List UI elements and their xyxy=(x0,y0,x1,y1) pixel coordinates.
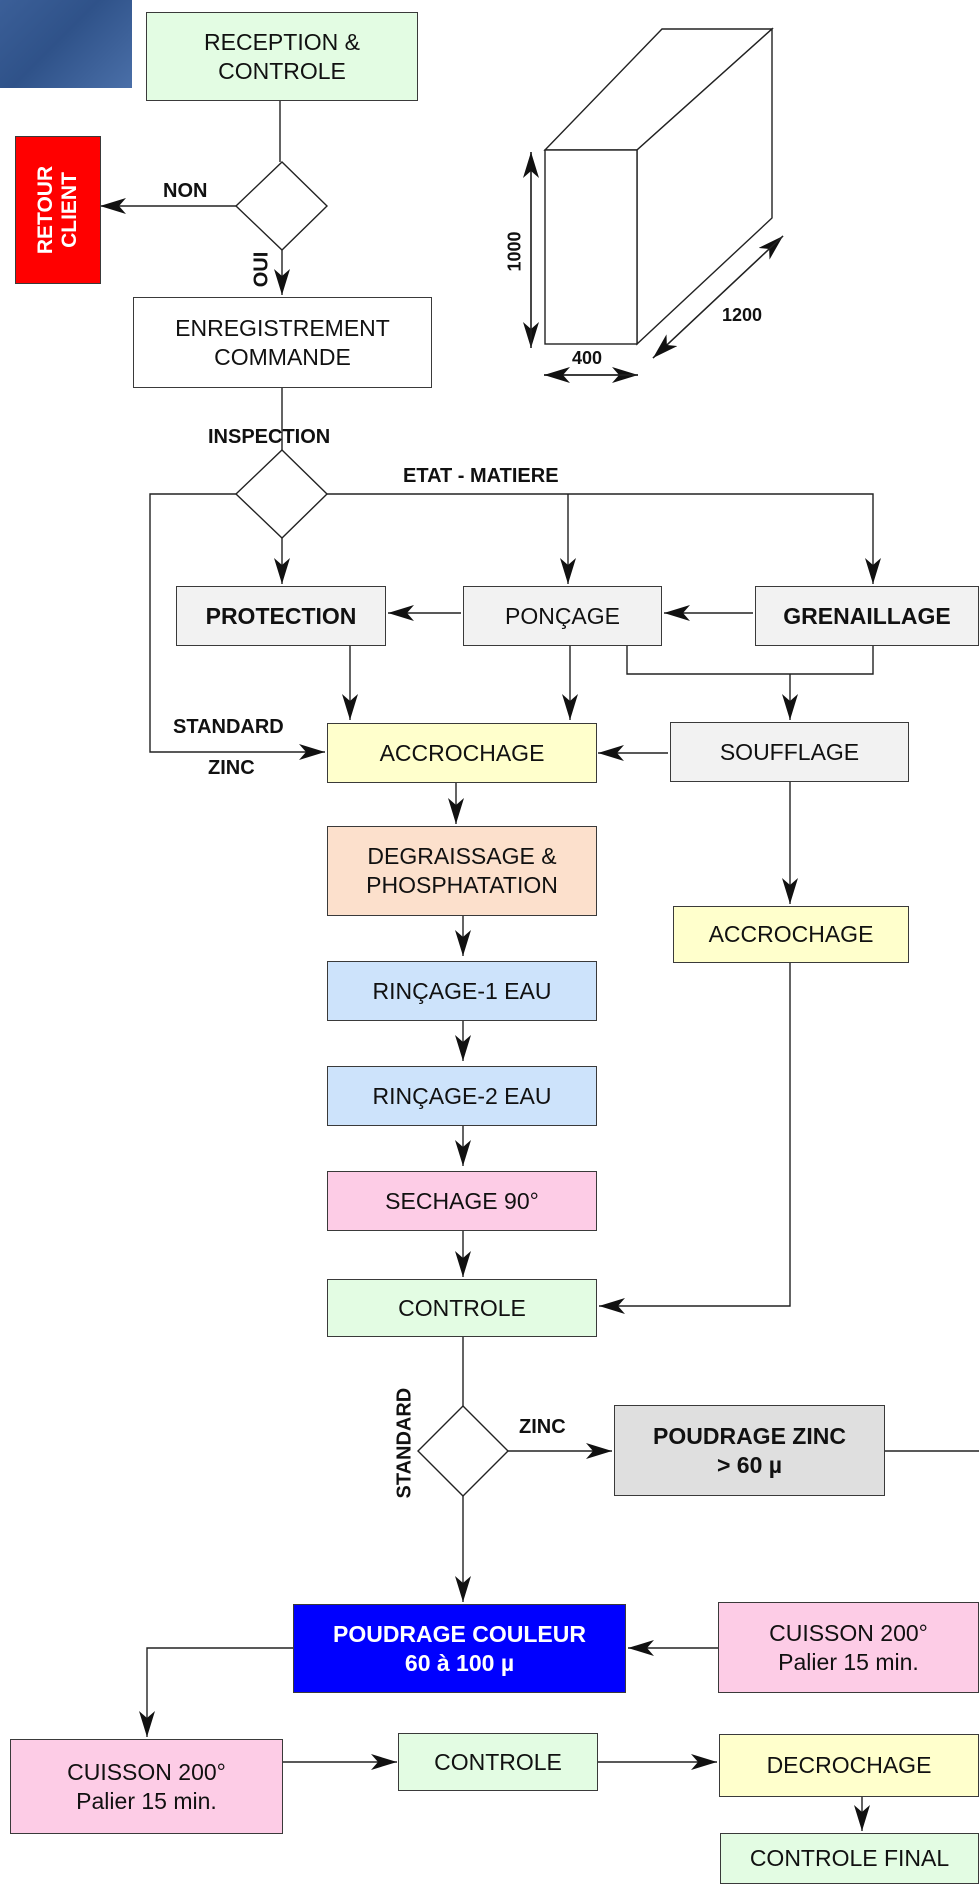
label-etat-matiere: ETAT - MATIERE xyxy=(403,465,559,487)
cuisson-left-box: CUISSON 200° Palier 15 min. xyxy=(10,1739,283,1834)
decrochage-box: DECROCHAGE xyxy=(719,1734,979,1797)
photo-thumbnail xyxy=(0,0,132,88)
dim-height-label: 1000 xyxy=(504,231,525,272)
retour-client-box: RETOUR CLIENT xyxy=(15,136,101,284)
label-zinc-1: ZINC xyxy=(208,757,255,779)
label-non: NON xyxy=(163,180,208,202)
poudrage-couleur-box: POUDRAGE COULEUR 60 à 100 µ xyxy=(293,1604,626,1693)
degraissage-box: DEGRAISSAGE & PHOSPHATATION xyxy=(327,826,597,916)
grenaillage-box: GRENAILLAGE xyxy=(755,586,979,646)
cuisson-right-box: CUISSON 200° Palier 15 min. xyxy=(718,1602,979,1693)
poudrage-zinc-box: POUDRAGE ZINC > 60 µ xyxy=(614,1405,885,1496)
rincage-1-box: RINÇAGE-1 EAU xyxy=(327,961,597,1021)
controle-box: CONTROLE xyxy=(327,1279,597,1337)
dim-width-label: 400 xyxy=(572,348,603,368)
label-inspection: INSPECTION xyxy=(208,426,331,448)
label-oui: OUI xyxy=(250,251,273,288)
accrochage-main-box: ACCROCHAGE xyxy=(327,723,597,783)
rincage-2-box: RINÇAGE-2 EAU xyxy=(327,1066,597,1126)
retour-client-label: RETOUR CLIENT xyxy=(34,165,82,255)
label-standard-1: STANDARD xyxy=(173,716,284,738)
poncage-box: PONÇAGE xyxy=(463,586,662,646)
enregistrement-box: ENREGISTREMENT COMMANDE xyxy=(133,297,432,388)
dim-depth-label: 1200 xyxy=(722,305,763,325)
accrochage-side-box: ACCROCHAGE xyxy=(673,906,909,963)
protection-box: PROTECTION xyxy=(176,586,386,646)
soufflage-box: SOUFFLAGE xyxy=(670,722,909,782)
controle-final-box: CONTROLE FINAL xyxy=(720,1833,979,1884)
label-standard-2: STANDARD xyxy=(393,1387,416,1499)
label-zinc-2: ZINC xyxy=(519,1416,566,1438)
controle-2-box: CONTROLE xyxy=(398,1733,598,1791)
reception-box: RECEPTION & CONTROLE xyxy=(146,12,418,101)
sechage-box: SECHAGE 90° xyxy=(327,1171,597,1231)
box-dimension-sketch xyxy=(523,27,784,383)
